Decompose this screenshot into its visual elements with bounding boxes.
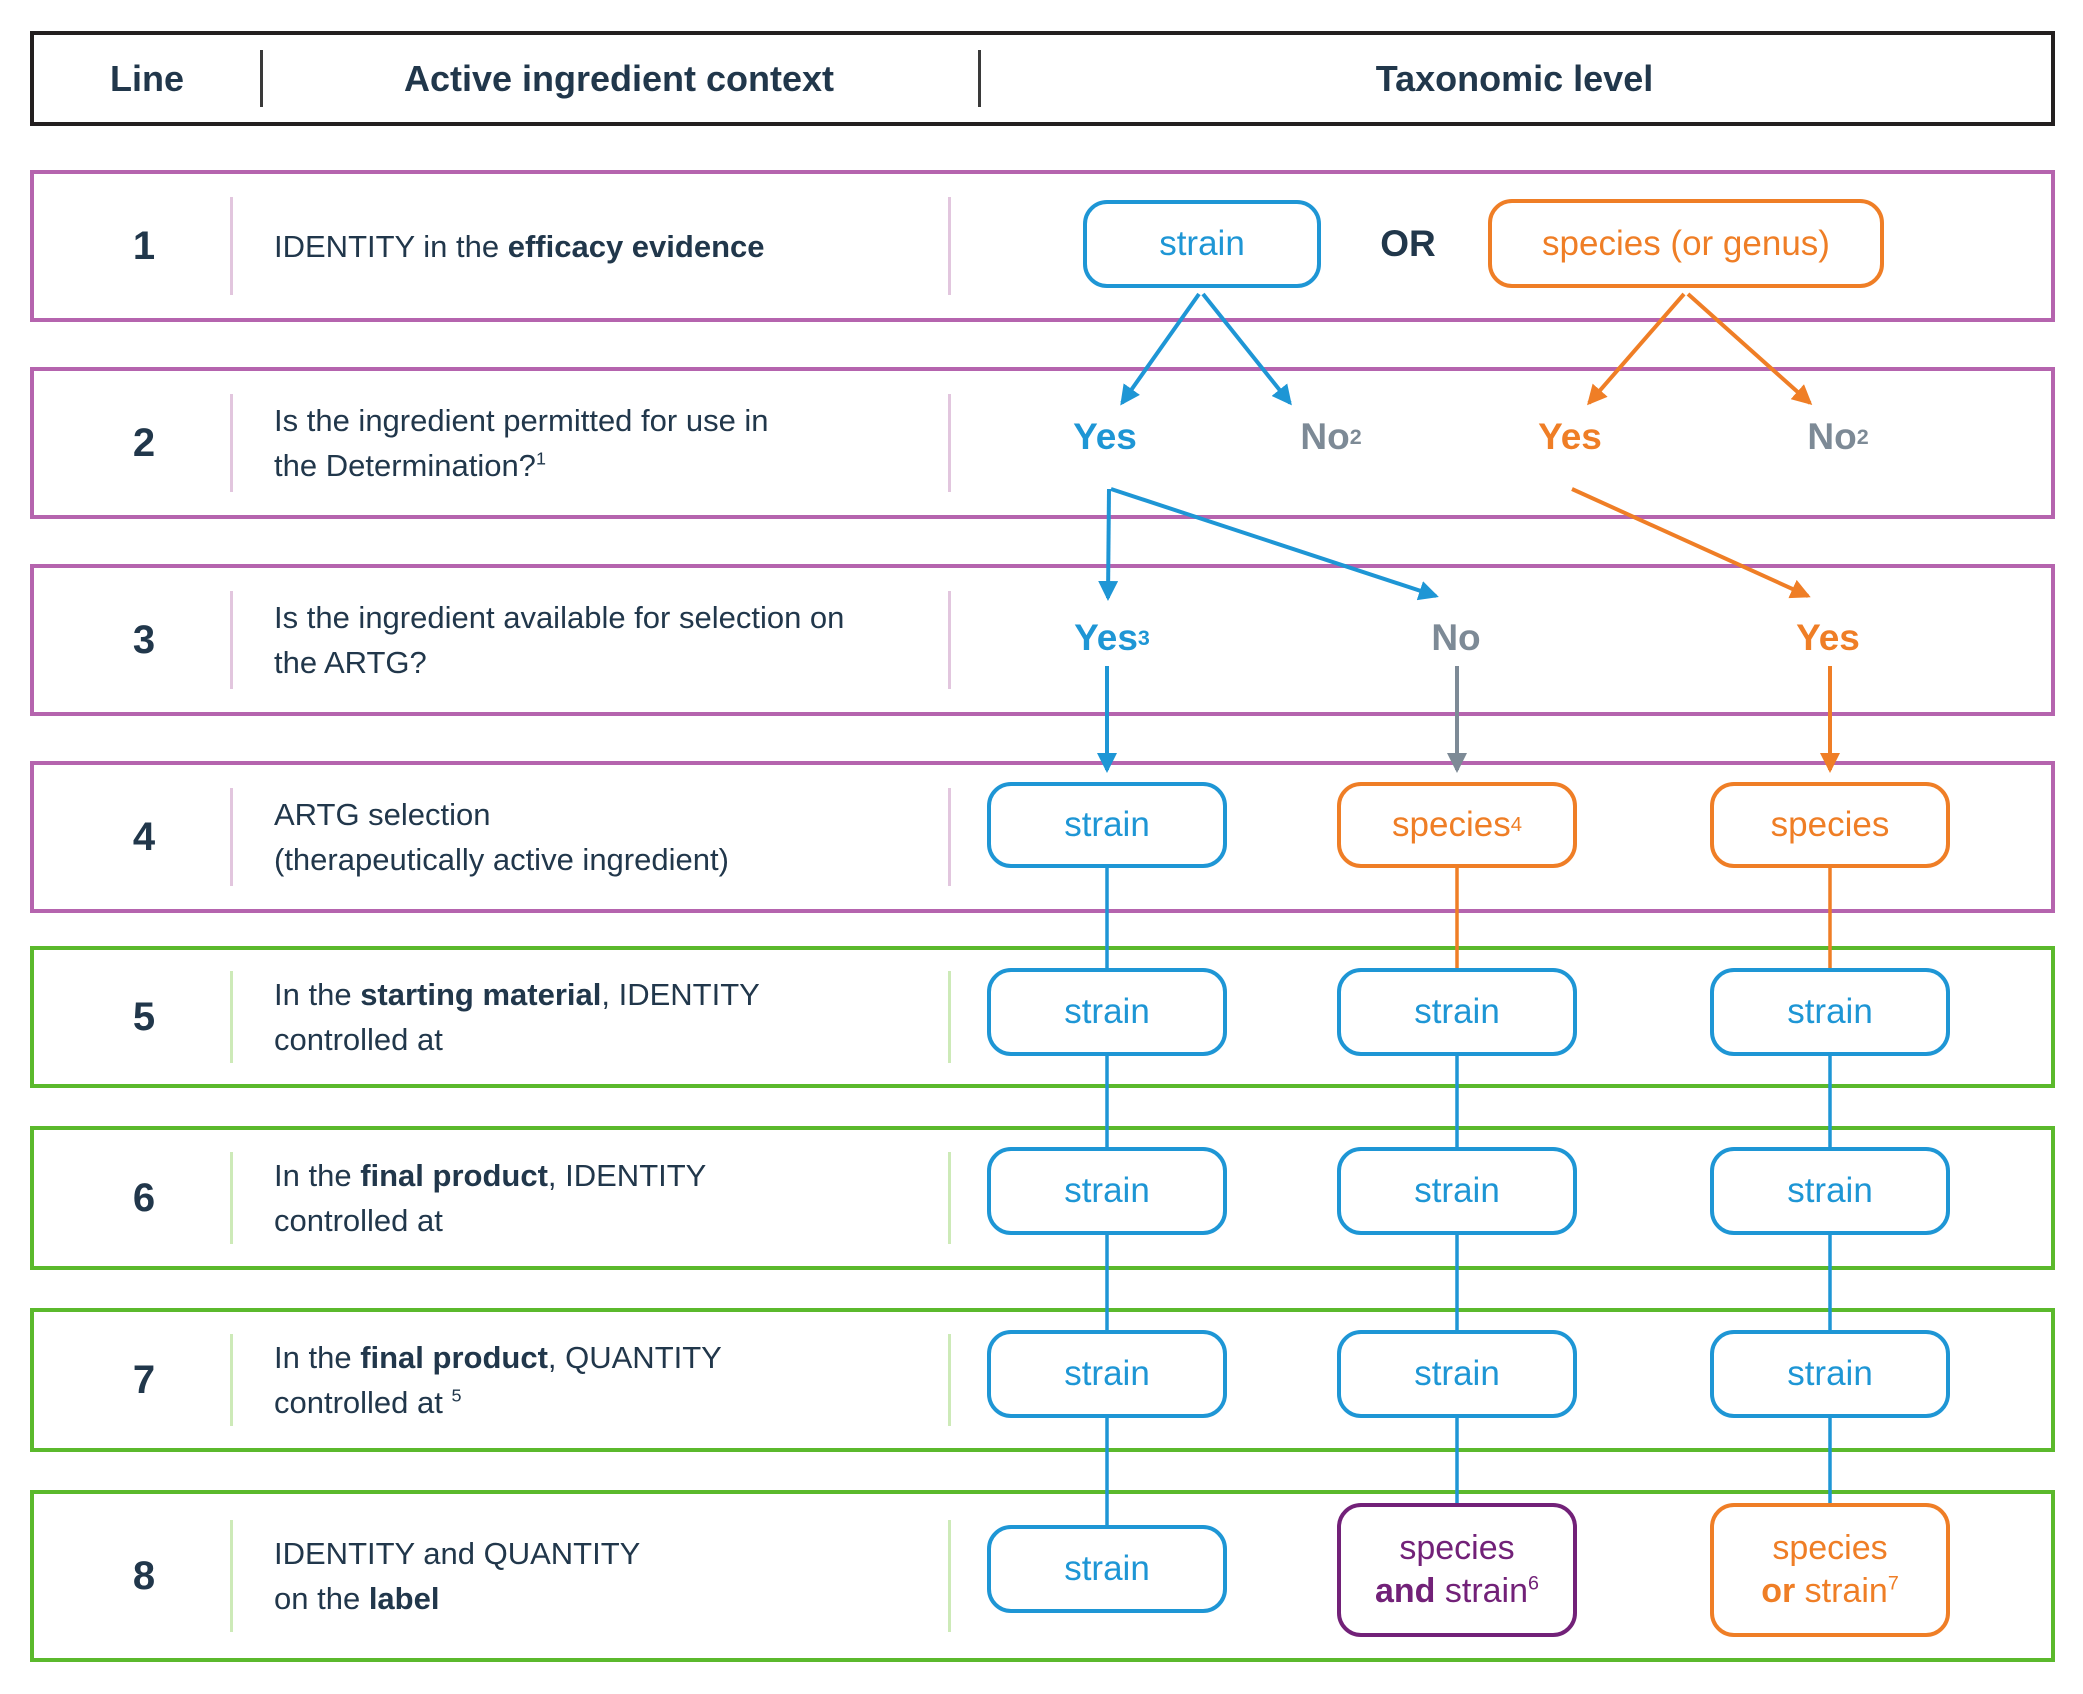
- arrow-species-to-no: [1686, 292, 1813, 405]
- row-5-description: In the starting material, IDENTITY contr…: [274, 977, 760, 1057]
- header-divider: [260, 50, 263, 107]
- row-5-number: 5: [132, 994, 156, 1039]
- arrow-yes-to-yes: [1571, 487, 1811, 599]
- header-line: Line: [109, 57, 184, 99]
- arrow-yes-to-yes3: [1098, 488, 1119, 601]
- row-2-number: 2: [132, 420, 156, 465]
- header-active-ingredient-context: Active ingredient context: [403, 57, 835, 99]
- row-4-number: 4: [132, 814, 156, 859]
- row-3-number: 3: [132, 617, 156, 662]
- row-2-description: Is the ingredient permitted for use in t…: [274, 403, 769, 483]
- row-4-description: ARTG selection (therapeutically active i…: [274, 797, 729, 877]
- row-7-number: 7: [132, 1357, 156, 1402]
- row-divider: [230, 1520, 233, 1632]
- row-7-description: In the final product, QUANTITY controlle…: [274, 1340, 722, 1420]
- row-3-description: Is the ingredient available for selectio…: [274, 600, 845, 680]
- row-divider: [230, 1151, 233, 1245]
- table-header: Line Active ingredient context Taxonomic…: [30, 31, 2055, 126]
- row-divider: [230, 788, 233, 886]
- row-6-number: 6: [132, 1175, 156, 1220]
- row-1-description: IDENTITY in the efficacy evidence: [274, 228, 765, 264]
- row-divider: [948, 591, 951, 689]
- row-8-number: 8: [132, 1553, 156, 1598]
- row-divider: [948, 394, 951, 492]
- row-divider: [948, 788, 951, 886]
- row-divider: [948, 1333, 951, 1427]
- row-divider: [230, 591, 233, 689]
- row-3: 3 Is the ingredient available for select…: [30, 564, 2055, 716]
- arrow-strain-to-no: [1201, 292, 1292, 406]
- row-divider: [948, 197, 951, 295]
- row-divider: [948, 1520, 951, 1632]
- row-divider: [948, 1151, 951, 1245]
- row-divider: [230, 197, 233, 295]
- arrow-yes-to-no: [1110, 487, 1439, 601]
- row-6-description: In the final product, IDENTITY controlle…: [274, 1158, 707, 1238]
- row-divider: [230, 971, 233, 1063]
- header-divider: [978, 50, 981, 107]
- row-divider: [230, 1333, 233, 1427]
- row-1-number: 1: [132, 223, 156, 268]
- row-divider: [948, 971, 951, 1063]
- arrow-species-to-yes: [1587, 292, 1686, 406]
- row-8-description: IDENTITY and QUANTITY on the label: [274, 1536, 641, 1616]
- arrow-strain-to-yes: [1120, 292, 1201, 406]
- row-divider: [230, 394, 233, 492]
- header-taxonomic-level: Taxonomic level: [1375, 57, 1654, 99]
- row-2: 2 Is the ingredient permitted for use in…: [30, 367, 2055, 519]
